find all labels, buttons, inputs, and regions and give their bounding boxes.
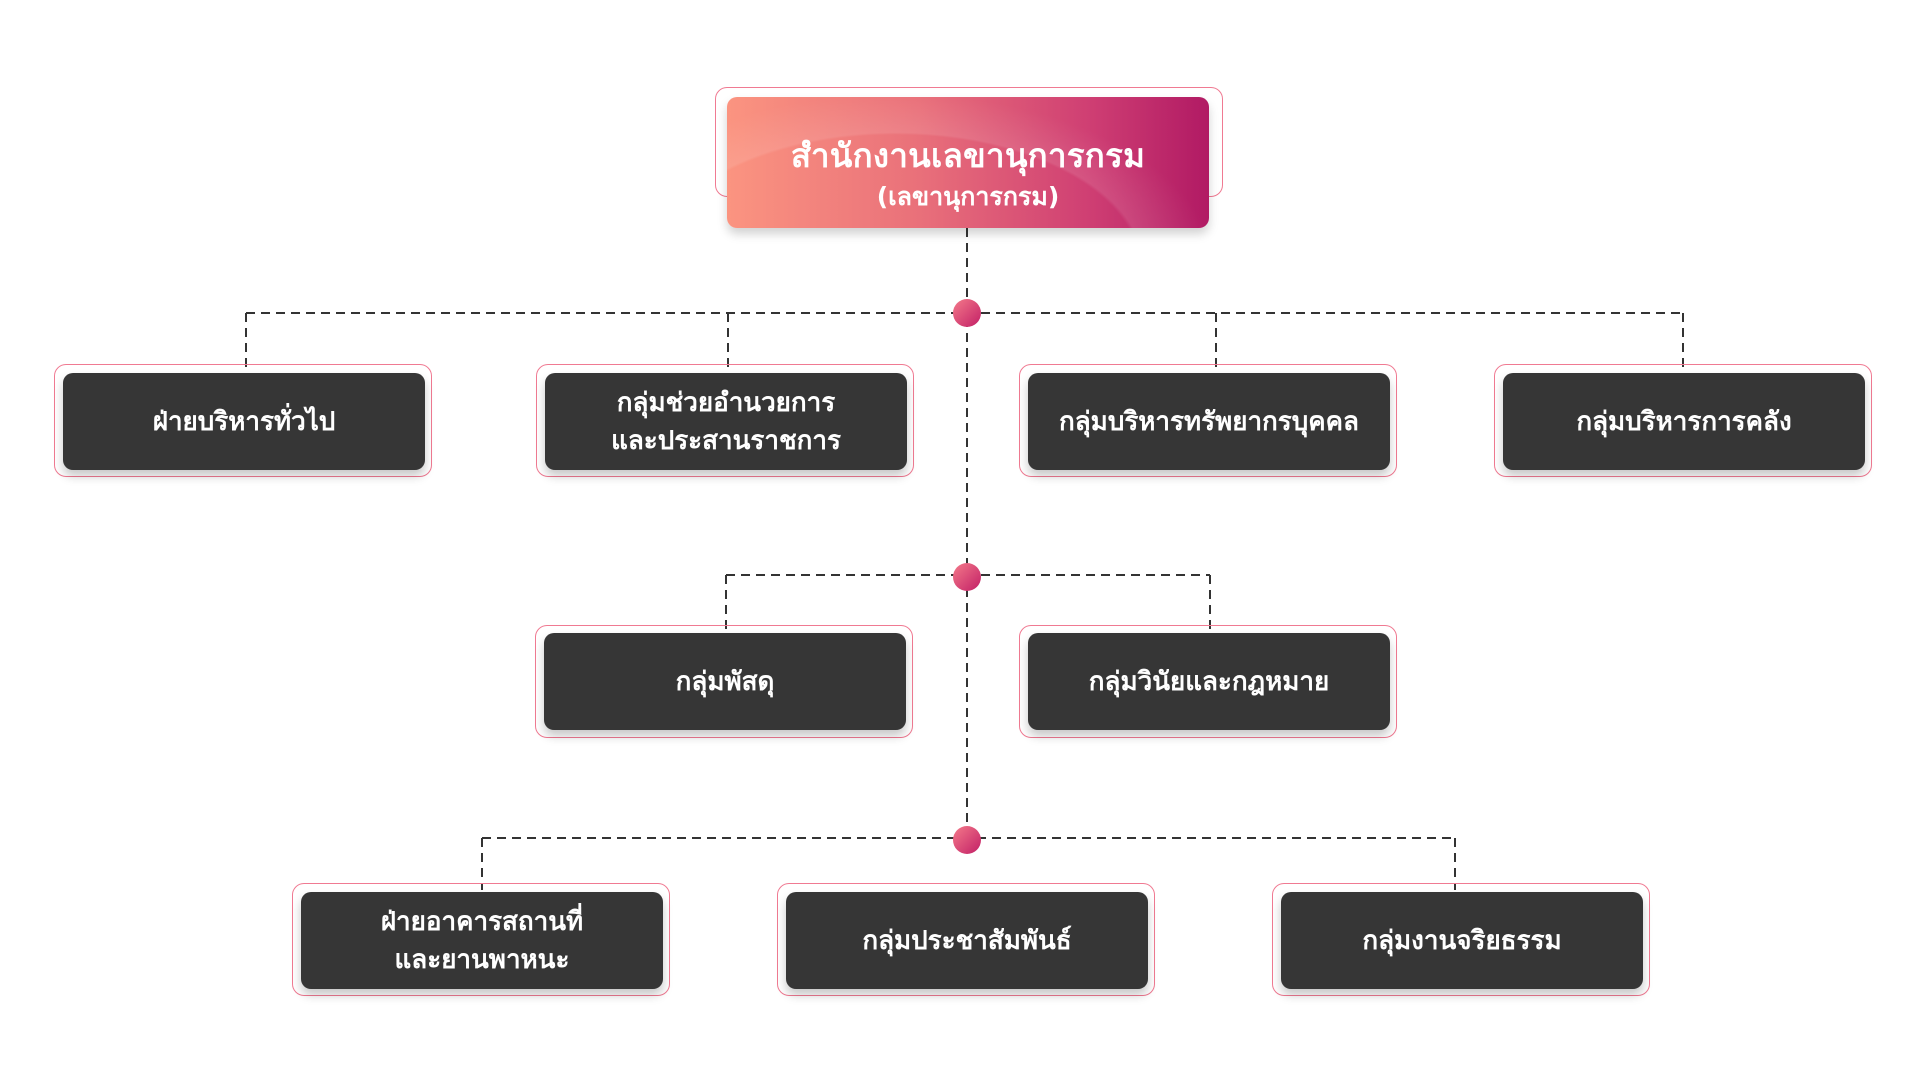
junction-dot-2 [953, 563, 981, 591]
row1-node-2-outline [536, 364, 914, 477]
node-label: ฝ่ายบริหารทั่วไป [152, 406, 336, 437]
row1-node-1: ฝ่ายบริหารทั่วไป [63, 373, 425, 470]
row3-node-2-outline [777, 883, 1155, 996]
row1-node-3: กลุ่มบริหารทรัพยากรบุคคล [1028, 373, 1390, 470]
top-node: สำนักงานเลขานุการกรม (เลขานุการกรม) [727, 97, 1209, 228]
node-label-line-2: และประสานราชการ [611, 425, 841, 456]
row1-node-1-outline [54, 364, 432, 477]
node-label: กลุ่มวินัยและกฎหมาย [1088, 666, 1330, 697]
row1-node-4-outline [1494, 364, 1872, 477]
node-label: กลุ่มบริหารทรัพยากรบุคคล [1059, 406, 1359, 437]
row3-node-3: กลุ่มงานจริยธรรม [1281, 892, 1643, 989]
row1-node-3-outline [1019, 364, 1397, 477]
node-label: กลุ่มพัสดุ [675, 666, 775, 697]
row3-node-1: ฝ่ายอาคารสถานที่ และยานพาหนะ [301, 892, 663, 989]
junction-dot-3 [953, 826, 981, 854]
junction-dot-1 [953, 299, 981, 327]
row2-node-1-outline [535, 625, 913, 738]
node-label: กลุ่มบริหารการคลัง [1576, 406, 1792, 437]
row2-node-2: กลุ่มวินัยและกฎหมาย [1028, 633, 1390, 730]
node-label: กลุ่มงานจริยธรรม [1362, 925, 1562, 956]
node-label-line-1: กลุ่มช่วยอำนวยการ [616, 387, 836, 418]
row2-node-2-outline [1019, 625, 1397, 738]
top-node-title: สำนักงานเลขานุการกรม [790, 136, 1146, 175]
row2-node-1: กลุ่มพัสดุ [544, 633, 906, 730]
row1-node-2: กลุ่มช่วยอำนวยการ และประสานราชการ [545, 373, 907, 470]
row1-node-4: กลุ่มบริหารการคลัง [1503, 373, 1865, 470]
top-node-sheen [727, 97, 1209, 228]
node-label-line-2: และยานพาหนะ [394, 944, 570, 975]
row3-node-3-outline [1272, 883, 1650, 996]
row3-node-1-outline [292, 883, 670, 996]
node-label: กลุ่มประชาสัมพันธ์ [862, 925, 1072, 956]
top-node-subtitle: (เลขานุการกรม) [876, 182, 1060, 211]
row3-node-2: กลุ่มประชาสัมพันธ์ [786, 892, 1148, 989]
node-label-line-1: ฝ่ายอาคารสถานที่ [380, 906, 584, 937]
